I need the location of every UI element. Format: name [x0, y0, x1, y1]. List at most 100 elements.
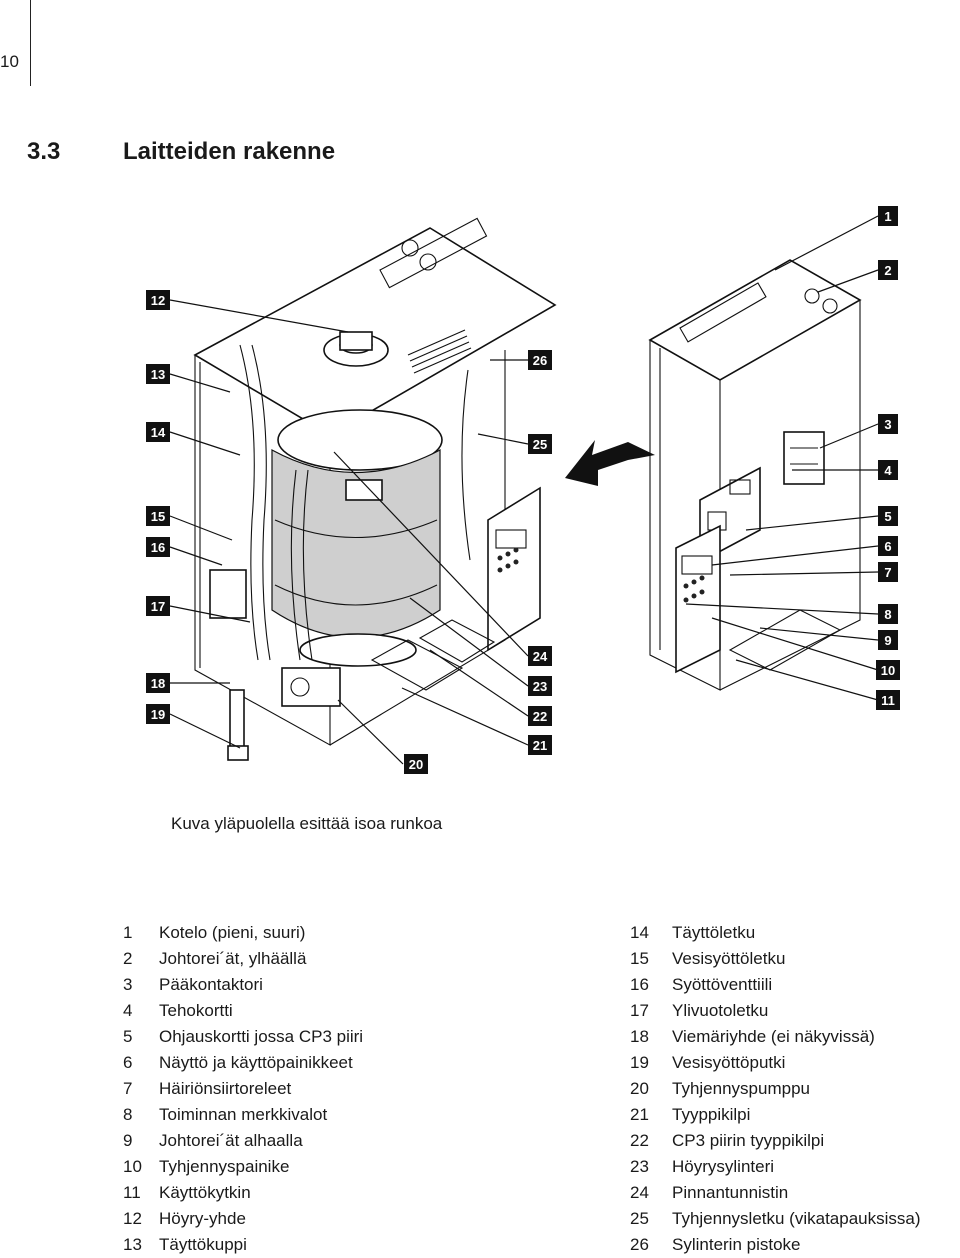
- callout-12: 12: [146, 290, 170, 310]
- legend-text: Vesisyöttöletku: [672, 949, 786, 968]
- legend-number: 7: [123, 1079, 133, 1098]
- feed-valve: [209, 569, 249, 761]
- svg-text:9: 9: [884, 633, 891, 648]
- legend-item: 17 Ylivuotoletku: [630, 998, 921, 1024]
- legend-text: Kotelo (pieni, suuri): [159, 923, 306, 942]
- legend-text: Viemäriyhde (ei näkyvissä): [672, 1027, 875, 1046]
- svg-text:12: 12: [151, 293, 165, 308]
- svg-text:13: 13: [151, 367, 165, 382]
- legend-item: 23 Höyrysylinteri: [630, 1154, 921, 1180]
- svg-text:24: 24: [533, 649, 548, 664]
- legend-item: 5 Ohjauskortti jossa CP3 piiri: [123, 1024, 363, 1050]
- figure-caption: Kuva yläpuolella esittää isoa runkoa: [171, 814, 443, 833]
- legend-text: Ohjauskortti jossa CP3 piiri: [159, 1027, 364, 1046]
- callout-6: 6: [878, 536, 898, 556]
- legend-text: Syöttöventtiili: [672, 975, 773, 994]
- control-panel-right: [675, 524, 721, 674]
- legend-text: Tehokortti: [159, 1001, 233, 1020]
- svg-text:17: 17: [151, 599, 165, 614]
- callout-14: 14: [146, 422, 170, 442]
- legend-number: 8: [123, 1105, 133, 1124]
- svg-text:25: 25: [533, 437, 547, 452]
- svg-text:7: 7: [884, 565, 891, 580]
- vent-grille: [407, 329, 472, 374]
- legend-number: 4: [123, 1001, 133, 1020]
- direction-arrow: [565, 440, 655, 486]
- svg-text:10: 10: [881, 663, 895, 678]
- legend-number: 5: [123, 1027, 133, 1046]
- legend-number: 11: [123, 1183, 141, 1202]
- control-panel-left: [487, 486, 541, 652]
- steam-connection: [323, 331, 389, 367]
- legend-number: 14: [630, 923, 649, 942]
- callout-10: 10: [876, 660, 900, 680]
- legend-text: Tyhjennyspumppu: [672, 1079, 810, 1098]
- page-number: 10: [0, 52, 19, 71]
- callout-13: 13: [146, 364, 170, 384]
- svg-text:19: 19: [151, 707, 165, 722]
- svg-text:3: 3: [884, 417, 891, 432]
- legend-text: Ylivuotoletku: [672, 1001, 769, 1020]
- callout-4: 4: [878, 460, 898, 480]
- legend-number: 18: [630, 1027, 649, 1046]
- callout-tags: 1 2 3 4 5 6 7 8 9 10 11 12 13 14 15 16 1…: [146, 206, 900, 774]
- drain-pump: [281, 667, 341, 707]
- legend-text: Johtorei´ät alhaalla: [159, 1131, 303, 1150]
- legend-item: 24 Pinnantunnistin: [630, 1180, 921, 1206]
- callout-26: 26: [528, 350, 552, 370]
- legend-number: 10: [123, 1157, 142, 1176]
- legend-text: Höyrysylinteri: [672, 1157, 775, 1176]
- svg-text:2: 2: [884, 263, 891, 278]
- legend-number: 25: [630, 1209, 649, 1228]
- svg-text:23: 23: [533, 679, 547, 694]
- callout-19: 19: [146, 704, 170, 724]
- callout-3: 3: [878, 414, 898, 434]
- humidifier-diagram: 1 2 3 4 5 6 7 8 9 10 11 12 13 14 15 16 1…: [146, 206, 900, 774]
- svg-text:14: 14: [151, 425, 166, 440]
- legend-number: 23: [630, 1157, 649, 1176]
- svg-text:1: 1: [884, 209, 891, 224]
- legend-text: Täyttöletku: [672, 923, 756, 942]
- callout-9: 9: [878, 630, 898, 650]
- legend-number: 2: [123, 949, 133, 968]
- callout-21: 21: [528, 735, 552, 755]
- right-unit-illustration: [648, 259, 862, 691]
- legend-text: Vesisyöttöputki: [672, 1053, 786, 1072]
- callout-1: 1: [878, 206, 898, 226]
- left-unit-illustration: [193, 217, 557, 761]
- legend-text: Häiriönsiirtoreleet: [159, 1079, 292, 1098]
- svg-text:5: 5: [884, 509, 891, 524]
- leader-lines: [169, 215, 879, 765]
- legend-text: Käyttökytkin: [159, 1183, 251, 1202]
- callout-8: 8: [878, 604, 898, 624]
- legend-text: CP3 piirin tyyppikilpi: [672, 1131, 825, 1150]
- callout-7: 7: [878, 562, 898, 582]
- page-rule: [30, 0, 31, 86]
- legend-number: 24: [630, 1183, 649, 1202]
- steam-cylinder: [271, 409, 443, 667]
- legend-text: Pinnantunnistin: [672, 1183, 789, 1202]
- section-title: Laitteiden rakenne: [123, 138, 336, 165]
- svg-text:11: 11: [881, 693, 895, 708]
- legend-item: 18 Viemäriyhde (ei näkyvissä): [630, 1024, 921, 1050]
- legend-number: 17: [630, 1001, 649, 1020]
- svg-text:21: 21: [533, 738, 547, 753]
- callout-18: 18: [146, 673, 170, 693]
- svg-text:22: 22: [533, 709, 547, 724]
- svg-text:26: 26: [533, 353, 547, 368]
- legend-number: 12: [123, 1209, 142, 1228]
- callout-16: 16: [146, 537, 170, 557]
- legend-text: Johtorei´ät, ylhäällä: [159, 949, 307, 968]
- legend-item: 7 Häiriönsiirtoreleet: [123, 1076, 363, 1102]
